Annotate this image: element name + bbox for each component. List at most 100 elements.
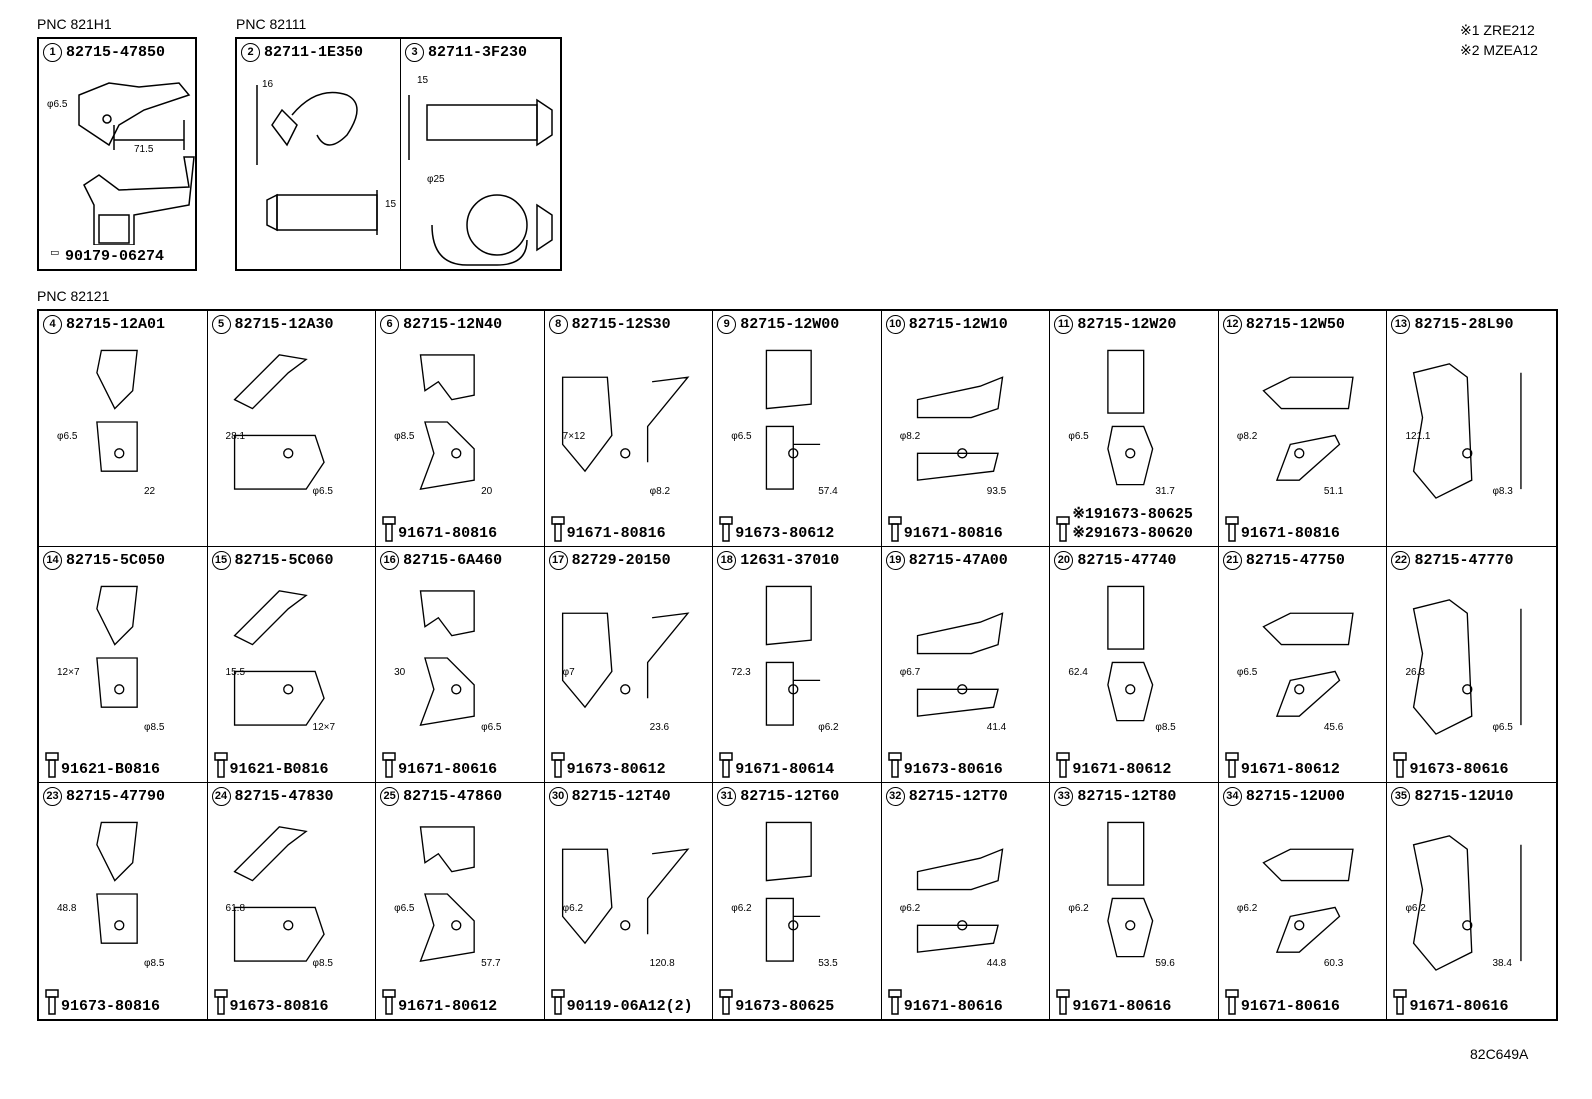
fastener-lines: 91673-80816 — [61, 998, 160, 1015]
fastener-part-number: 91671-80616 — [1240, 998, 1340, 1015]
dimension-label: 44.8 — [986, 958, 1007, 969]
bracket-drawing-31 — [765, 821, 821, 962]
part-number-text: 82715-6A460 — [403, 552, 503, 569]
dimension-label: φ6.5 — [1068, 431, 1089, 442]
bracket-drawing-34 — [1262, 848, 1354, 953]
vehicle-notes: ※1 ZRE212 ※2 MZEA12 — [1460, 20, 1538, 60]
callout-number: 23 — [43, 787, 62, 806]
bracket-outline — [1413, 835, 1523, 971]
fastener-lines: 91671-80612 — [1241, 761, 1340, 778]
callout-number: 21 — [1222, 551, 1242, 570]
bolt-icon — [888, 989, 902, 1015]
dimension-label: φ6.5 — [731, 431, 752, 442]
dimension-label: 93.5 — [986, 486, 1007, 497]
mounting-hole — [451, 684, 462, 695]
dimension-label: φ6.5 — [481, 722, 502, 733]
bolt-icon — [719, 989, 733, 1015]
fastener-part-number-2: ※291673-80620 — [1072, 525, 1193, 542]
mounting-hole — [956, 448, 968, 459]
bracket-drawing-30 — [561, 848, 690, 945]
fastener-31: 91673-80625 — [719, 989, 834, 1015]
mounting-hole — [282, 920, 293, 931]
bracket-outline — [1262, 376, 1354, 481]
callout-number: 24 — [211, 787, 231, 806]
dimension-label: 121.1 — [1405, 431, 1431, 442]
bolt-icon — [45, 989, 59, 1015]
dimension-label: 30 — [394, 667, 406, 678]
fastener-part-number: 91671-80612 — [1240, 761, 1340, 778]
fastener-part-number: 91671-80612 — [398, 998, 498, 1015]
callout-number: 20 — [1054, 551, 1074, 570]
fastener-8: 91671-80816 — [550, 516, 666, 542]
part-number-text: 82715-12W10 — [908, 316, 1008, 333]
bracket-drawing-16 — [419, 590, 475, 726]
bracket-drawing-9 — [765, 349, 821, 490]
fastener-24: 91673-80816 — [213, 989, 329, 1015]
mounting-hole — [1125, 448, 1136, 459]
dimension-label: φ8.5 — [1155, 722, 1176, 733]
fastener-30: 90119-06A12(2) — [550, 989, 693, 1015]
fastener-lines: 91673-80612 — [735, 525, 834, 542]
dimension-label: φ8.2 — [899, 431, 921, 442]
part-number-text: 82715-12T70 — [908, 788, 1008, 805]
part-number-text: 82715-47830 — [234, 788, 334, 805]
fastener-32: 91671-80616 — [888, 989, 1003, 1015]
bracket-outline — [916, 612, 1004, 717]
pnc-label-3: PNC 82121 — [37, 288, 110, 304]
bracket-drawing-17 — [561, 612, 690, 709]
callout-number: 11 — [1054, 315, 1074, 334]
bracket-drawing-19 — [916, 612, 1004, 717]
callout-number: 12 — [1222, 315, 1242, 334]
part-number-text: 82715-47740 — [1077, 552, 1177, 569]
mounting-hole — [619, 920, 631, 931]
part-number-text: 82729-20150 — [571, 552, 671, 569]
callout-number: 17 — [548, 551, 568, 570]
dimension-label: 16 — [262, 79, 274, 90]
mounting-hole — [1293, 448, 1305, 459]
bracket-drawing-24 — [232, 826, 325, 962]
fastener-lines: 90119-06A12(2) — [567, 998, 693, 1015]
bracket-outline — [232, 354, 325, 490]
bracket-drawing-35 — [1413, 835, 1523, 971]
pnc-label-1: PNC 821H1 — [37, 16, 112, 32]
part-number-text: 82715-47A00 — [908, 552, 1008, 569]
callout-number: 16 — [380, 551, 400, 570]
fastener-lines: 91671-80616 — [904, 998, 1003, 1015]
fastener-lines: 91673-80612 — [567, 761, 666, 778]
dimension-label: φ6.7 — [899, 667, 921, 678]
bracket-drawing-23 — [96, 821, 138, 944]
callout-number: 3 — [405, 43, 424, 62]
dimension-label: φ6.5 — [394, 903, 415, 914]
fastener-19: 91673-80616 — [888, 752, 1003, 778]
mounting-hole — [451, 920, 462, 931]
fastener-9: 91673-80612 — [719, 516, 834, 542]
dimension-label: 22 — [144, 486, 156, 497]
dimension-label: 12×7 — [57, 667, 80, 678]
mounting-hole — [619, 684, 631, 695]
bracket-outline — [561, 848, 690, 945]
pnc-label-2: PNC 82111 — [236, 16, 307, 32]
